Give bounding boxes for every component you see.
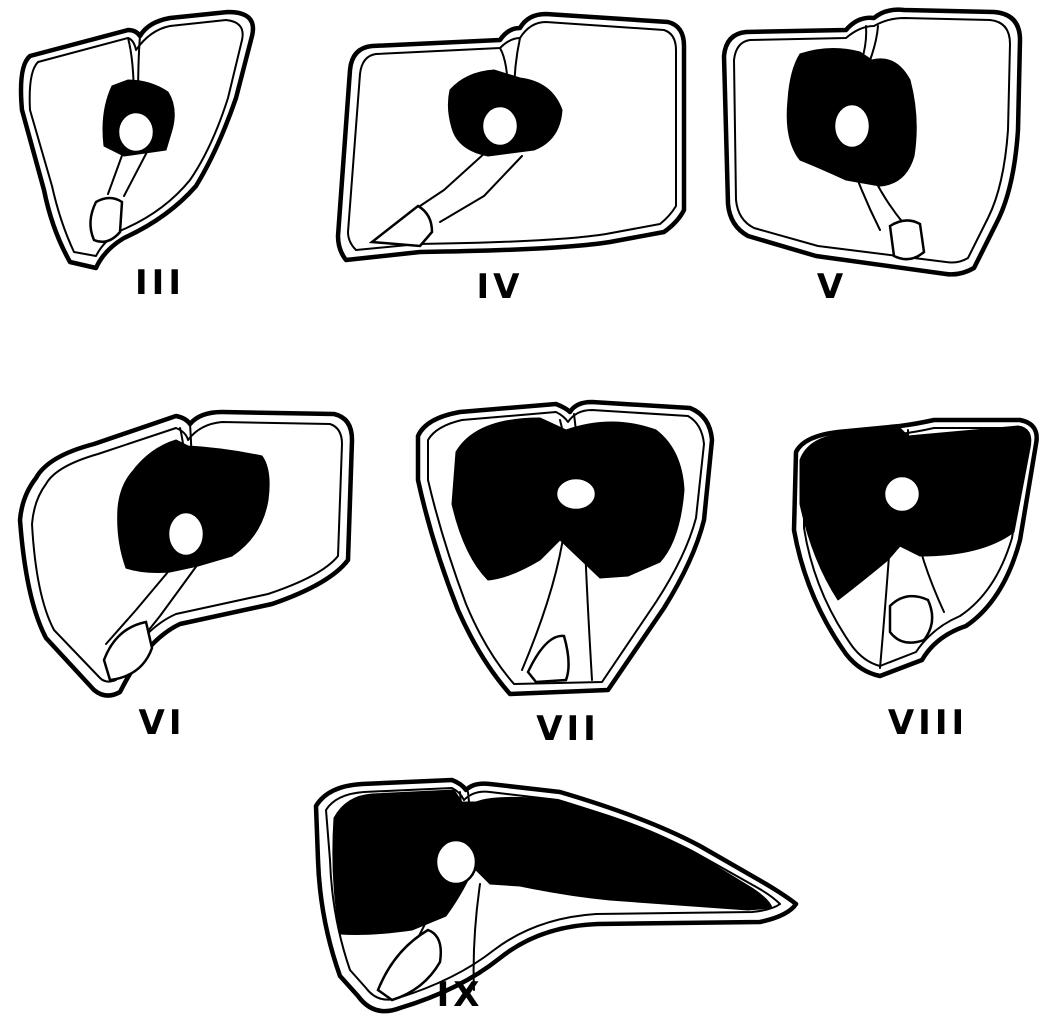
label-v: V — [817, 270, 847, 304]
section-vii — [418, 402, 712, 694]
section-vii-central-ring — [556, 478, 596, 510]
section-viii — [794, 420, 1037, 676]
section-vi-central-ring — [168, 512, 204, 556]
label-viii: VIII — [888, 706, 968, 740]
label-vii: VII — [536, 712, 600, 746]
section-ix-central-ring — [436, 840, 476, 884]
label-iii: III — [135, 266, 185, 300]
label-iv: IV — [477, 270, 524, 304]
label-ix: IX — [437, 978, 484, 1012]
label-vi: VI — [139, 706, 186, 740]
section-v-central-ring — [834, 104, 870, 148]
section-v — [724, 10, 1020, 275]
section-ix — [316, 780, 796, 1011]
section-vi — [20, 412, 352, 696]
section-iii — [21, 12, 253, 268]
section-iii-central-ring — [118, 112, 154, 152]
section-iv — [338, 14, 684, 260]
section-v-lower-ring — [890, 220, 924, 259]
section-iii-lower-ring — [90, 198, 122, 242]
section-viii-lower-ring — [890, 596, 932, 643]
section-viii-central-ring — [884, 476, 920, 512]
section-iv-central-ring — [482, 106, 518, 146]
